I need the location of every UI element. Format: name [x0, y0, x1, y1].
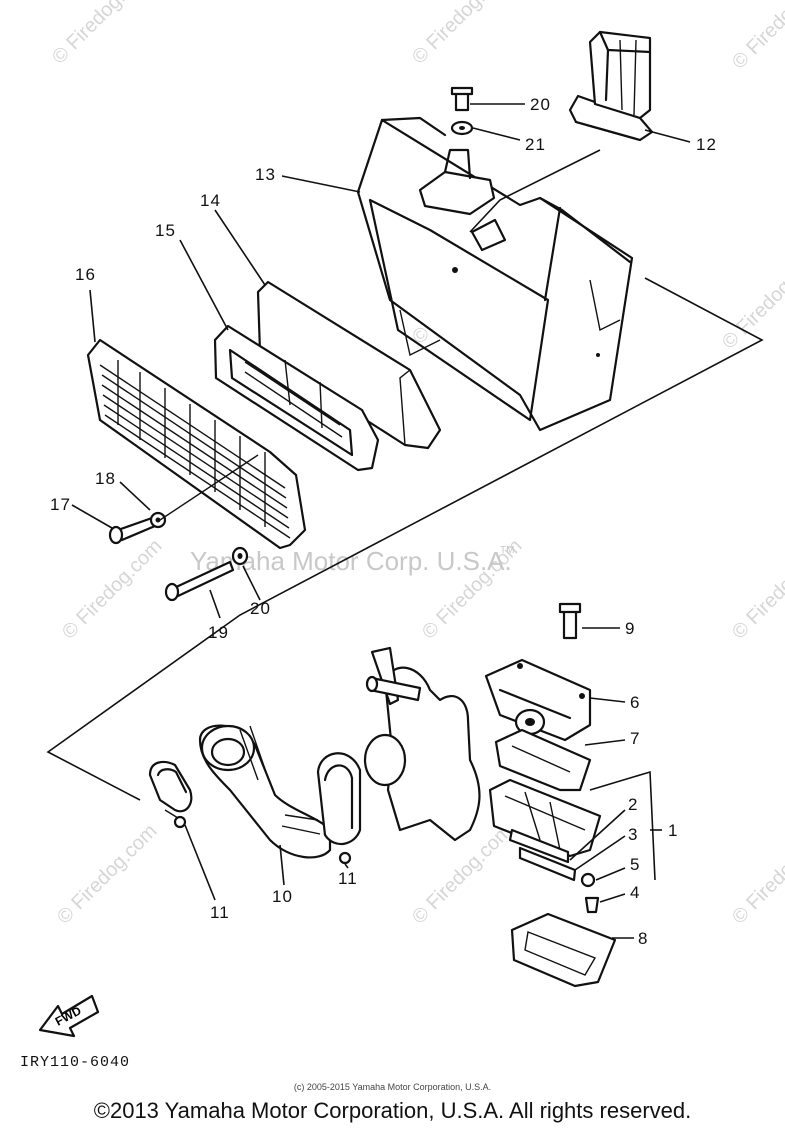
assembly-boundary-line — [46, 277, 764, 801]
forward-arrow-icon: FWD — [38, 994, 100, 1038]
watermark-firedog: © Firedog.com — [48, 0, 157, 69]
stopper-3 — [518, 846, 577, 882]
callout-18: 18 — [95, 469, 116, 488]
callout-9: 9 — [625, 619, 635, 638]
callout-15: 15 — [155, 221, 176, 240]
diagram-code: IRY110-6040 — [20, 1054, 131, 1071]
callout-16: 16 — [75, 265, 96, 284]
air-box-joint — [568, 30, 654, 142]
callout-19: 19 — [208, 623, 229, 642]
callout-8: 8 — [638, 929, 648, 948]
footer-copyright: ©2013 Yamaha Motor Corporation, U.S.A. A… — [93, 1098, 692, 1123]
callout-6: 6 — [630, 693, 640, 712]
gasket-8 — [510, 912, 617, 988]
callout-22: 21 — [525, 135, 546, 154]
cover-fasteners — [108, 454, 259, 602]
gasket-7 — [494, 728, 592, 792]
callout-1: 1 — [668, 821, 678, 840]
callout-4: 4 — [630, 883, 640, 902]
screw-4 — [584, 896, 600, 914]
callout-10: 10 — [272, 887, 293, 906]
callout-labels: 20 21 12 13 14 15 16 17 18 19 20 20 9 6 … — [50, 95, 717, 948]
watermark-firedog: © Firedog.com — [53, 820, 162, 929]
watermark-firedog: © Firedog.com — [728, 0, 785, 74]
crankcase-outline — [363, 646, 481, 842]
hose-band-left — [148, 760, 193, 829]
callout-12: 12 — [696, 135, 717, 154]
callout-21: 20 — [530, 95, 551, 114]
watermark-firedog: © Firedog.com — [728, 820, 785, 929]
watermark-firedog: © Firedog.com — [718, 245, 785, 354]
footer-small-copyright: (c) 2005-2015 Yamaha Motor Corporation, … — [293, 1082, 492, 1092]
callout-14: 14 — [200, 191, 221, 210]
callout-11-right: 11 — [338, 869, 358, 888]
carburetor-joint — [198, 724, 332, 859]
callout-11-left: 11 — [210, 903, 230, 922]
watermark-tm: TM — [500, 545, 514, 556]
watermark-firedog: © Firedog.com — [728, 535, 785, 644]
bolt-9 — [558, 602, 582, 640]
washer-5 — [580, 872, 596, 888]
assembly-outline — [46, 277, 764, 801]
element-cover — [86, 338, 307, 550]
callout-7: 7 — [630, 729, 640, 748]
watermark-firedog: © Firedog.com — [58, 535, 167, 644]
watermark-firedog: © Firedog.com — [408, 0, 517, 69]
reed-valve-assy — [488, 778, 602, 914]
reed-2 — [508, 828, 570, 864]
callout-5: 5 — [630, 855, 640, 874]
callout-17: 17 — [50, 495, 71, 514]
hose-band-right — [316, 752, 362, 865]
callout-13: 13 — [255, 165, 276, 184]
callout-2: 2 — [628, 795, 638, 814]
reed-valve-seat — [484, 658, 592, 742]
leader-lines — [71, 103, 691, 939]
case-bracket — [418, 86, 507, 252]
callout-3: 3 — [628, 825, 638, 844]
callout-20-label: 20 — [250, 599, 271, 618]
element-frame — [213, 324, 380, 472]
